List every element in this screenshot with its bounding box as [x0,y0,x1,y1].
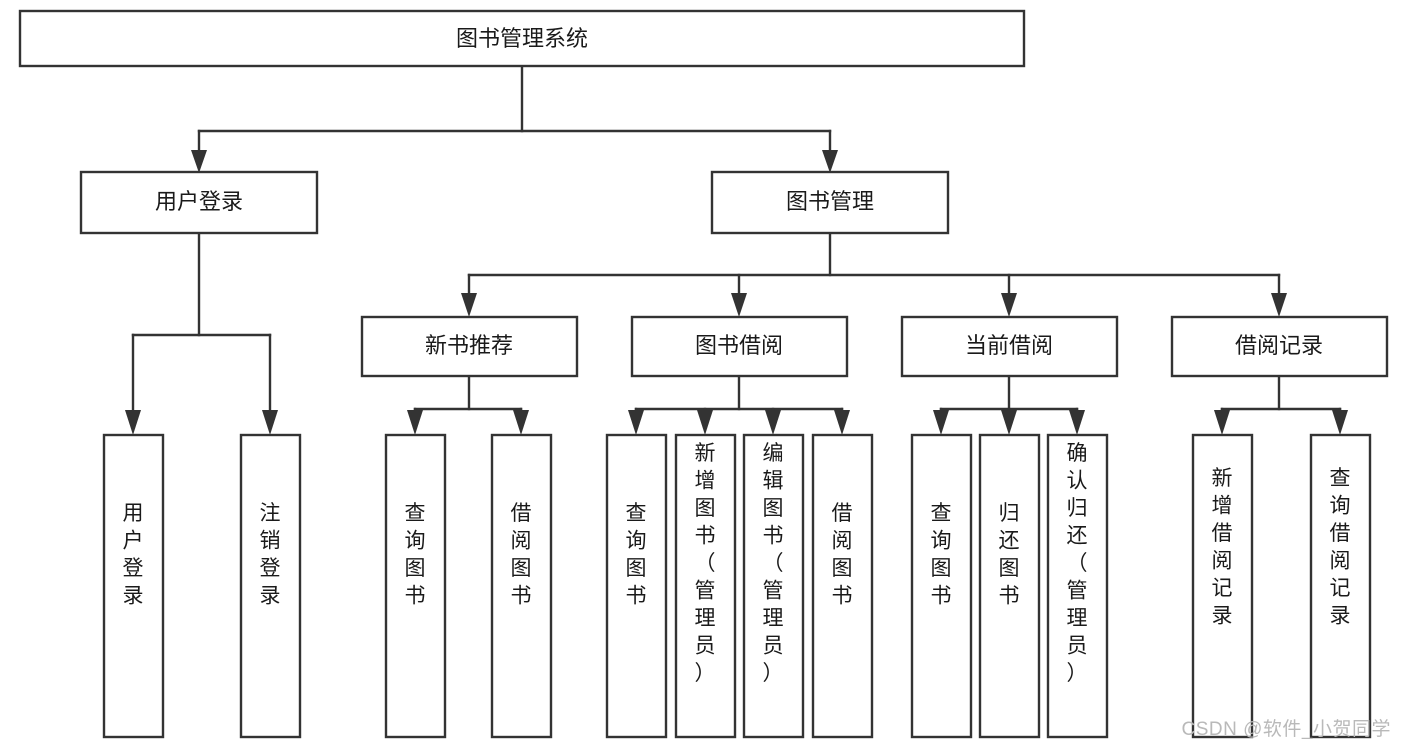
node-book-borrow-box[interactable] [630,315,849,378]
leaf-query-book-3[interactable]: 查询图书 [910,433,973,739]
node-book-borrow[interactable]: 图书借阅 [630,315,849,378]
node-user-login-label: 用户登录 [155,189,243,214]
connector-book-management-to-level3 [461,231,1287,317]
connector-new-book-recommend-to-leaves [407,374,529,435]
node-current-borrow[interactable]: 当前借阅 [900,315,1119,378]
leaf-user-login-label: 用户登录 [123,502,144,608]
node-user-login-box[interactable] [79,170,319,235]
arrow-head-leaf-borrow-book-2 [834,410,850,435]
leaf-borrow-book-1-box[interactable] [490,433,553,739]
leaf-query-book-2-label: 查询图书 [626,502,647,608]
leaf-confirm-return-label: 确认归还（管理员） [1067,442,1088,685]
arrow-head-leaf-confirm-return [1069,410,1085,435]
arrow-head-new-book-recommend [461,293,477,317]
leaf-add-book-box[interactable] [674,433,737,739]
leaf-query-book-1-box[interactable] [384,433,447,739]
arrow-head-leaf-add-book [697,410,713,435]
node-book-management-box[interactable] [710,170,950,235]
leaf-user-login-box[interactable] [102,433,165,739]
leaf-user-logout[interactable]: 注销登录 [239,433,302,739]
leaf-query-book-3-box[interactable] [910,433,973,739]
node-current-borrow-box[interactable] [900,315,1119,378]
leaf-add-record-box[interactable] [1191,433,1254,739]
arrow-head-book-management [822,150,838,173]
node-user-login[interactable]: 用户登录 [79,170,319,235]
arrow-head-borrow-record [1271,293,1287,317]
arrow-head-book-borrow [731,293,747,317]
arrow-head-leaf-user-login [125,410,141,435]
leaf-add-record-label: 新增借阅记录 [1212,467,1233,628]
leaf-query-record-box[interactable] [1309,433,1372,739]
leaf-borrow-book-2[interactable]: 借阅图书 [811,433,874,739]
leaf-edit-book[interactable]: 编辑图书（管理员） [742,433,805,739]
node-new-book-recommend-box[interactable] [360,315,579,378]
leaf-confirm-return-box[interactable] [1046,433,1109,739]
node-borrow-record-box[interactable] [1170,315,1389,378]
leaf-borrow-book-1-label: 借阅图书 [511,502,532,608]
leaf-user-logout-box[interactable] [239,433,302,739]
csdn-watermark: CSDN @软件_小贺同学 [1181,719,1391,740]
node-borrow-record-label: 借阅记录 [1235,333,1323,358]
arrow-head-user-login [191,150,207,173]
leaf-borrow-book-1[interactable]: 借阅图书 [490,433,553,739]
node-book-management[interactable]: 图书管理 [710,170,950,235]
leaf-add-book-label: 新增图书（管理员） [695,442,716,685]
leaf-confirm-return[interactable]: 确认归还（管理员） [1046,433,1109,739]
leaf-edit-book-label: 编辑图书（管理员） [763,442,784,685]
arrow-head-leaf-edit-book [765,410,781,435]
node-root-system-label: 图书管理系统 [456,26,588,51]
leaf-return-book[interactable]: 归还图书 [978,433,1041,739]
arrow-head-leaf-add-record [1214,410,1230,435]
arrow-head-leaf-query-book-1 [407,410,423,435]
leaf-query-book-2-box[interactable] [605,433,668,739]
node-new-book-recommend[interactable]: 新书推荐 [360,315,579,378]
node-book-management-label: 图书管理 [786,189,874,214]
leaf-return-book-label: 归还图书 [999,502,1020,608]
leaf-query-book-1-label: 查询图书 [405,502,426,608]
leaf-return-book-box[interactable] [978,433,1041,739]
leaf-query-record[interactable]: 查询借阅记录 [1309,433,1372,739]
connector-user-login-to-leaves [125,231,278,435]
leaf-query-book-3-label: 查询图书 [931,502,952,608]
leaf-query-book-2[interactable]: 查询图书 [605,433,668,739]
connector-root-to-level2 [191,64,838,173]
arrow-head-leaf-return-book [1001,410,1017,435]
leaf-query-record-label: 查询借阅记录 [1330,467,1351,628]
leaf-user-logout-label: 注销登录 [260,502,281,608]
node-current-borrow-label: 当前借阅 [965,333,1053,358]
leaf-edit-book-box[interactable] [742,433,805,739]
node-root-system[interactable]: 图书管理系统 [18,9,1026,68]
connector-book-borrow-to-leaves [628,374,850,435]
connector-current-borrow-to-leaves [933,374,1085,435]
leaf-add-record[interactable]: 新增借阅记录 [1191,433,1254,739]
leaf-borrow-book-2-box[interactable] [811,433,874,739]
leaf-add-book[interactable]: 新增图书（管理员） [674,433,737,739]
node-new-book-recommend-label: 新书推荐 [425,333,513,358]
leaf-borrow-book-2-label: 借阅图书 [832,502,853,608]
node-book-borrow-label: 图书借阅 [695,333,783,358]
arrow-head-leaf-query-book-2 [628,410,644,435]
arrow-head-current-borrow [1001,293,1017,317]
leaf-user-login[interactable]: 用户登录 [102,433,165,739]
arrow-head-leaf-borrow-book-1 [513,410,529,435]
connector-borrow-record-to-leaves [1214,374,1348,435]
node-root-system-box[interactable] [18,9,1026,68]
node-borrow-record[interactable]: 借阅记录 [1170,315,1389,378]
arrow-head-leaf-query-book-3 [933,410,949,435]
arrow-head-leaf-user-logout [262,410,278,435]
leaf-query-book-1[interactable]: 查询图书 [384,433,447,739]
arrow-head-leaf-query-record [1332,410,1348,435]
